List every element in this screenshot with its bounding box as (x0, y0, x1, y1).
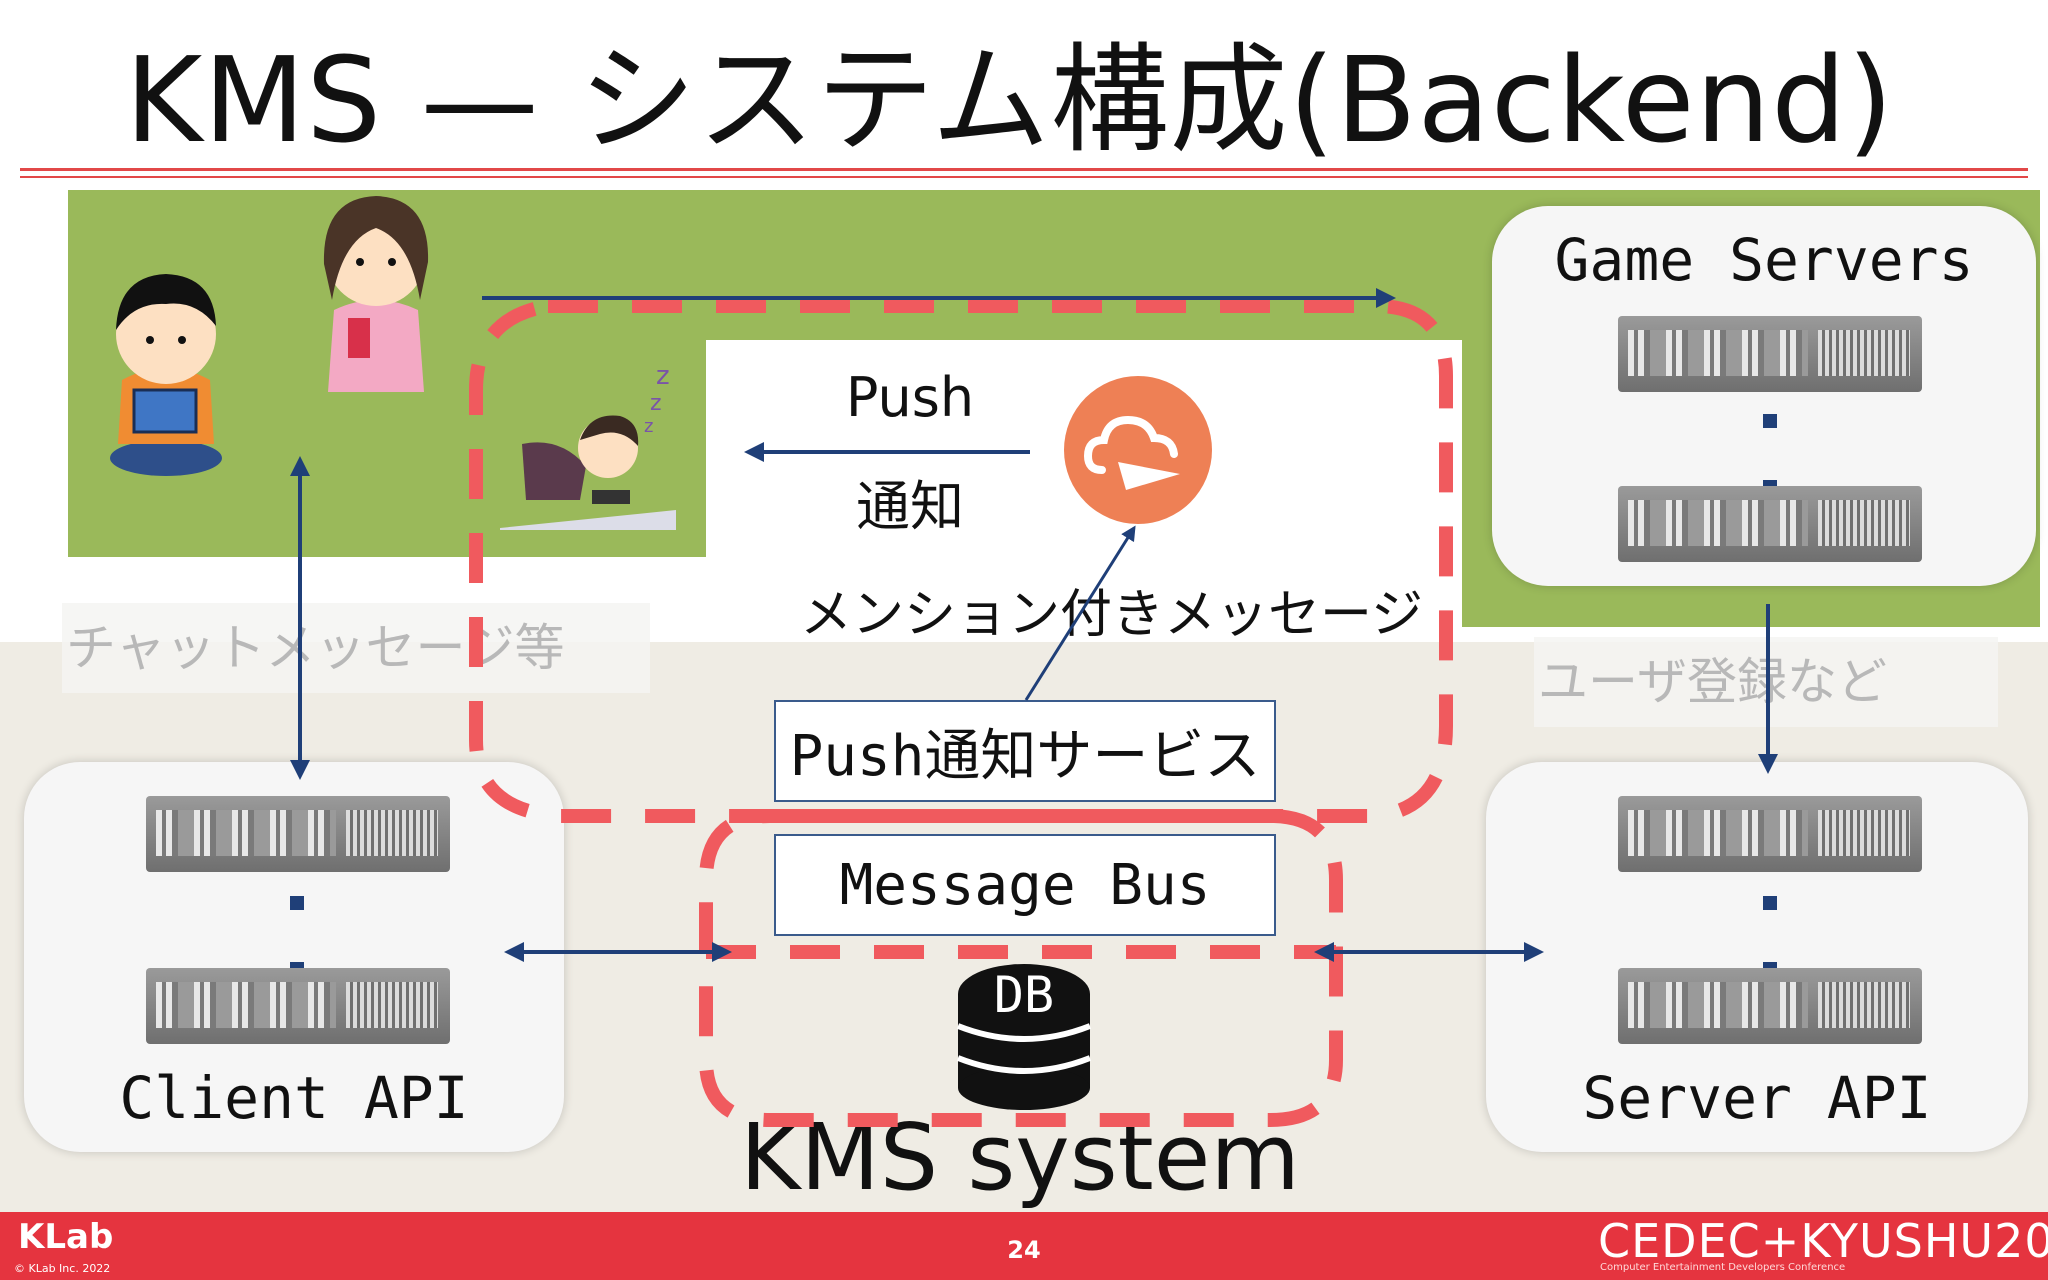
ellipsis-dot (1763, 414, 1777, 428)
message-bus-box: Message Bus (774, 834, 1276, 936)
title-rule-top (20, 168, 2028, 171)
server-rack-icon (146, 968, 450, 1044)
title-rule-bottom (20, 176, 2028, 178)
push-service-to-cloud-arrow (1024, 525, 1136, 701)
svg-text:z: z (644, 416, 653, 437)
footer-event-subtitle: Computer Entertainment Developers Confer… (1600, 1262, 1846, 1273)
footer-event-logo: CEDEC+KYUSHU2022 (1598, 1214, 2048, 1268)
mention-message-label: メンション付きメッセージ (800, 585, 1423, 645)
push-label-line2: 通知 (856, 475, 964, 538)
sleeping-zzz-icon: z (656, 361, 670, 391)
push-service-box: Push通知サービス (774, 700, 1276, 802)
server-api-panel: Server API (1486, 762, 2028, 1152)
server-api-label: Server API (1582, 1064, 1932, 1132)
db-label: DB (994, 966, 1054, 1024)
kms-db-dashed-border (699, 809, 1343, 1127)
girl-with-phone-illustration (323, 196, 429, 392)
client-api-label: Client API (119, 1064, 469, 1132)
sleeping-person-illustration: z z z (500, 361, 676, 530)
kms-outer-dashed-border (469, 299, 1453, 823)
server-rack-icon (146, 796, 450, 872)
ellipsis-dot (1763, 896, 1777, 910)
footer-bar (0, 1212, 2048, 1280)
client-api-panel: Client API (24, 762, 564, 1152)
database-icon (956, 964, 1092, 1110)
slide-title: KMS — システム構成(Backend) (125, 31, 1895, 169)
push-label-line1: Push (845, 366, 975, 429)
cloud-send-icon (1064, 376, 1212, 524)
server-rack-icon (1618, 968, 1922, 1044)
page-number: 24 (1007, 1236, 1041, 1264)
game-servers-panel: Game Servers (1492, 206, 2036, 586)
ellipsis-dot (290, 896, 304, 910)
footer-copyright: © KLab Inc. 2022 (14, 1262, 111, 1275)
server-rack-icon (1618, 486, 1922, 562)
game-servers-label: Game Servers (1554, 226, 1974, 294)
server-rack-icon (1618, 316, 1922, 392)
server-rack-icon (1618, 796, 1922, 872)
svg-text:z: z (650, 391, 662, 416)
boy-with-tablet-illustration (110, 274, 222, 476)
footer-brand-logo: KLab (18, 1217, 114, 1257)
